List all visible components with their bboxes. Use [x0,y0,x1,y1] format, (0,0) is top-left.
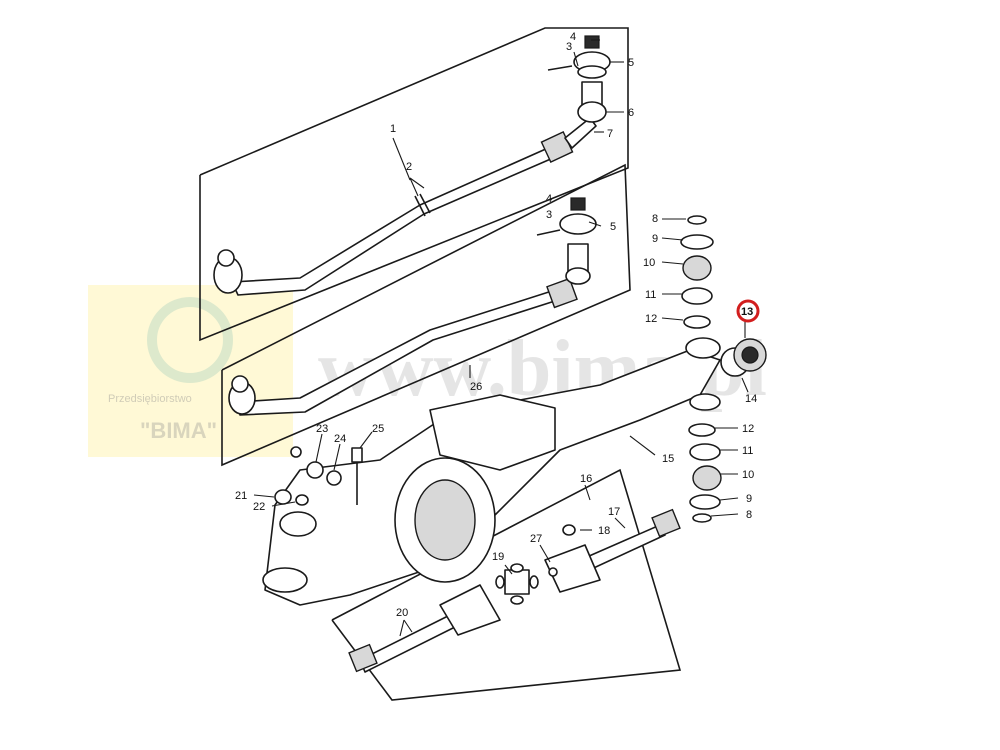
label-25: 25 [372,423,384,435]
label-4b: 4 [546,193,552,205]
label-7: 7 [607,128,613,140]
label-1: 1 [390,123,396,135]
leader-lines [253,39,749,637]
label-15: 15 [662,453,674,465]
axle-shafts [348,508,681,673]
label-26: 26 [470,381,482,393]
frame-axle-shaft-assembly [331,468,682,701]
label-22: 22 [253,501,265,513]
frame-drag-link-assembly [221,163,631,467]
label-20: 20 [396,607,408,619]
label-24: 24 [334,433,346,445]
label-5a: 5 [628,57,634,69]
axle-housing [262,337,721,606]
drag-link [228,277,578,416]
pivot-bushing [720,338,767,377]
label-12a: 12 [645,313,657,325]
label-23: 23 [316,423,328,435]
mounting-hardware [274,446,363,506]
label-10b: 10 [742,469,754,481]
frame-tie-rod-assembly [199,27,629,342]
highlight-circle-13 [736,299,760,323]
label-19: 19 [492,551,504,563]
label-11a: 11 [645,289,656,301]
label-4: 4 [570,31,576,43]
label-21: 21 [235,490,247,502]
label-9a: 9 [652,233,658,245]
part-labels: 1 2 3 4 5 6 7 3 4 5 8 9 10 11 12 13 14 1… [235,31,760,619]
label-27: 27 [530,533,542,545]
label-9b: 9 [746,493,752,505]
label-5b: 5 [610,221,616,233]
label-11b: 11 [742,445,753,457]
watermark-logo-icon [147,297,233,383]
tie-rod [213,117,597,296]
watermark-box [88,285,293,457]
label-2: 2 [406,161,412,173]
upper-kingpin-bearings [680,215,714,329]
label-3b: 3 [546,209,552,221]
label-6: 6 [628,107,634,119]
label-10a: 10 [643,257,655,269]
label-8a: 8 [652,213,658,225]
lower-ball-joint [536,197,597,285]
upper-ball-joint [547,35,611,123]
label-18: 18 [598,525,610,537]
label-13: 13 [741,306,753,318]
label-12b: 12 [742,423,754,435]
label-3a: 3 [566,41,572,53]
label-8b: 8 [746,509,752,521]
lower-kingpin-bearings [688,423,722,523]
label-14: 14 [745,393,757,405]
watermark-company-name: "BIMA" [140,418,217,443]
label-16: 16 [580,473,592,485]
watermark-company-small: Przedsiębiorstwo [108,393,192,405]
label-17: 17 [608,506,620,518]
